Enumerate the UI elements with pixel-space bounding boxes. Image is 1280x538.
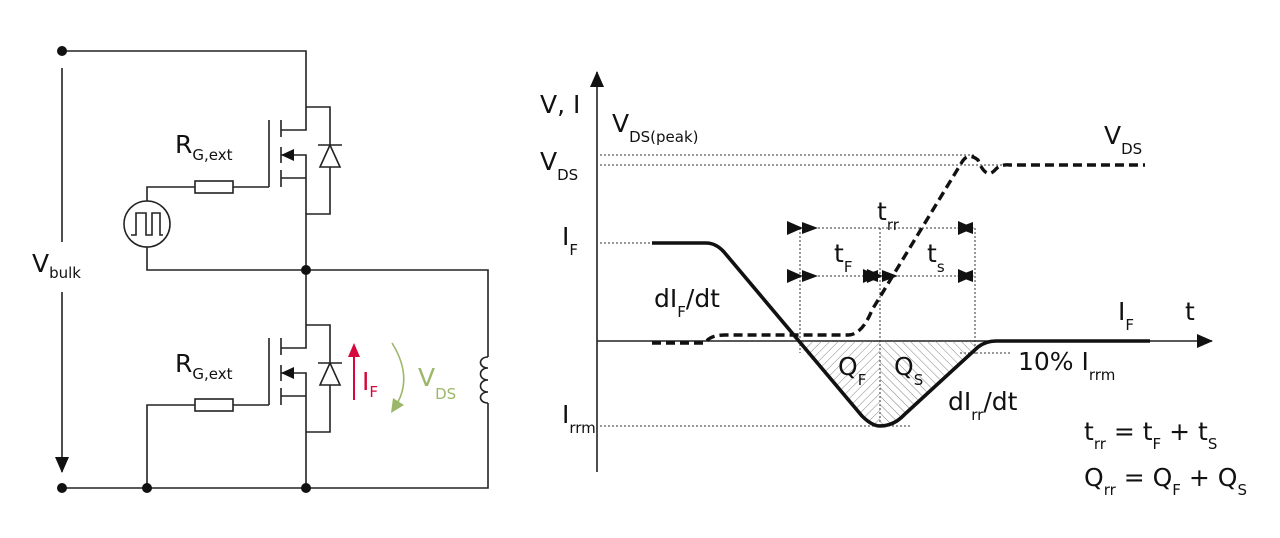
rg-bottom-label: RG,ext	[175, 349, 233, 383]
node-dot	[142, 483, 152, 493]
vds-voltage-curve	[652, 154, 1145, 345]
irrm-level-label: Irrm	[562, 400, 596, 437]
y-axis-label: V, I	[540, 90, 580, 119]
if-current-curve	[652, 241, 1150, 428]
vbulk-label: Vbulk	[32, 249, 81, 282]
qs-label: QS	[894, 352, 923, 389]
tf-label: tF	[834, 239, 852, 276]
reverse-recovery-waveform: V, I t VDS(peak) VDS IF Irrm dIF/dt trr …	[540, 71, 1247, 499]
ten-percent-irrm-label: 10% Irrm	[1018, 347, 1115, 384]
node-dot	[57, 483, 67, 493]
vds-voltage-arrow	[391, 342, 405, 403]
half-bridge-circuit: Vbulk RG,ext RG,ext IF VDS	[32, 46, 489, 493]
upper-gate-resistor-icon	[194, 180, 234, 194]
trr-formula: trr = tF + tS	[1084, 417, 1217, 453]
wire-bottom	[62, 269, 489, 489]
lower-gate-resistor-icon	[194, 398, 234, 412]
dif-dt-label: dIF/dt	[654, 284, 720, 321]
wire-top	[62, 50, 307, 131]
lower-mosfet-icon	[268, 270, 342, 488]
ts-label: ts	[927, 239, 945, 276]
qrr-formula: Qrr = QF + QS	[1084, 463, 1247, 499]
upper-mosfet-icon	[268, 106, 342, 270]
reference-lines	[600, 154, 1010, 427]
dirr-dt-label: dIrr/dt	[948, 387, 1018, 424]
vds-curve-label: VDS	[1104, 121, 1142, 158]
if-circuit-label: IF	[362, 367, 378, 401]
vds-peak-label: VDS(peak)	[612, 109, 699, 146]
pulse-source-icon	[123, 200, 171, 248]
if-curve-label: IF	[1118, 297, 1134, 334]
node-dot	[301, 483, 311, 493]
qs-charge-area	[880, 341, 975, 426]
qf-label: QF	[838, 352, 866, 389]
trr-label: trr	[877, 197, 900, 234]
x-axis-label: t	[1185, 297, 1195, 326]
node-dot	[57, 46, 67, 56]
node-dot	[301, 265, 311, 275]
rg-top-label: RG,ext	[175, 130, 233, 164]
if-level-label: IF	[562, 222, 578, 259]
inductor-icon	[479, 356, 489, 404]
vds-circuit-label: VDS	[418, 363, 456, 403]
vds-level-label: VDS	[540, 147, 578, 184]
